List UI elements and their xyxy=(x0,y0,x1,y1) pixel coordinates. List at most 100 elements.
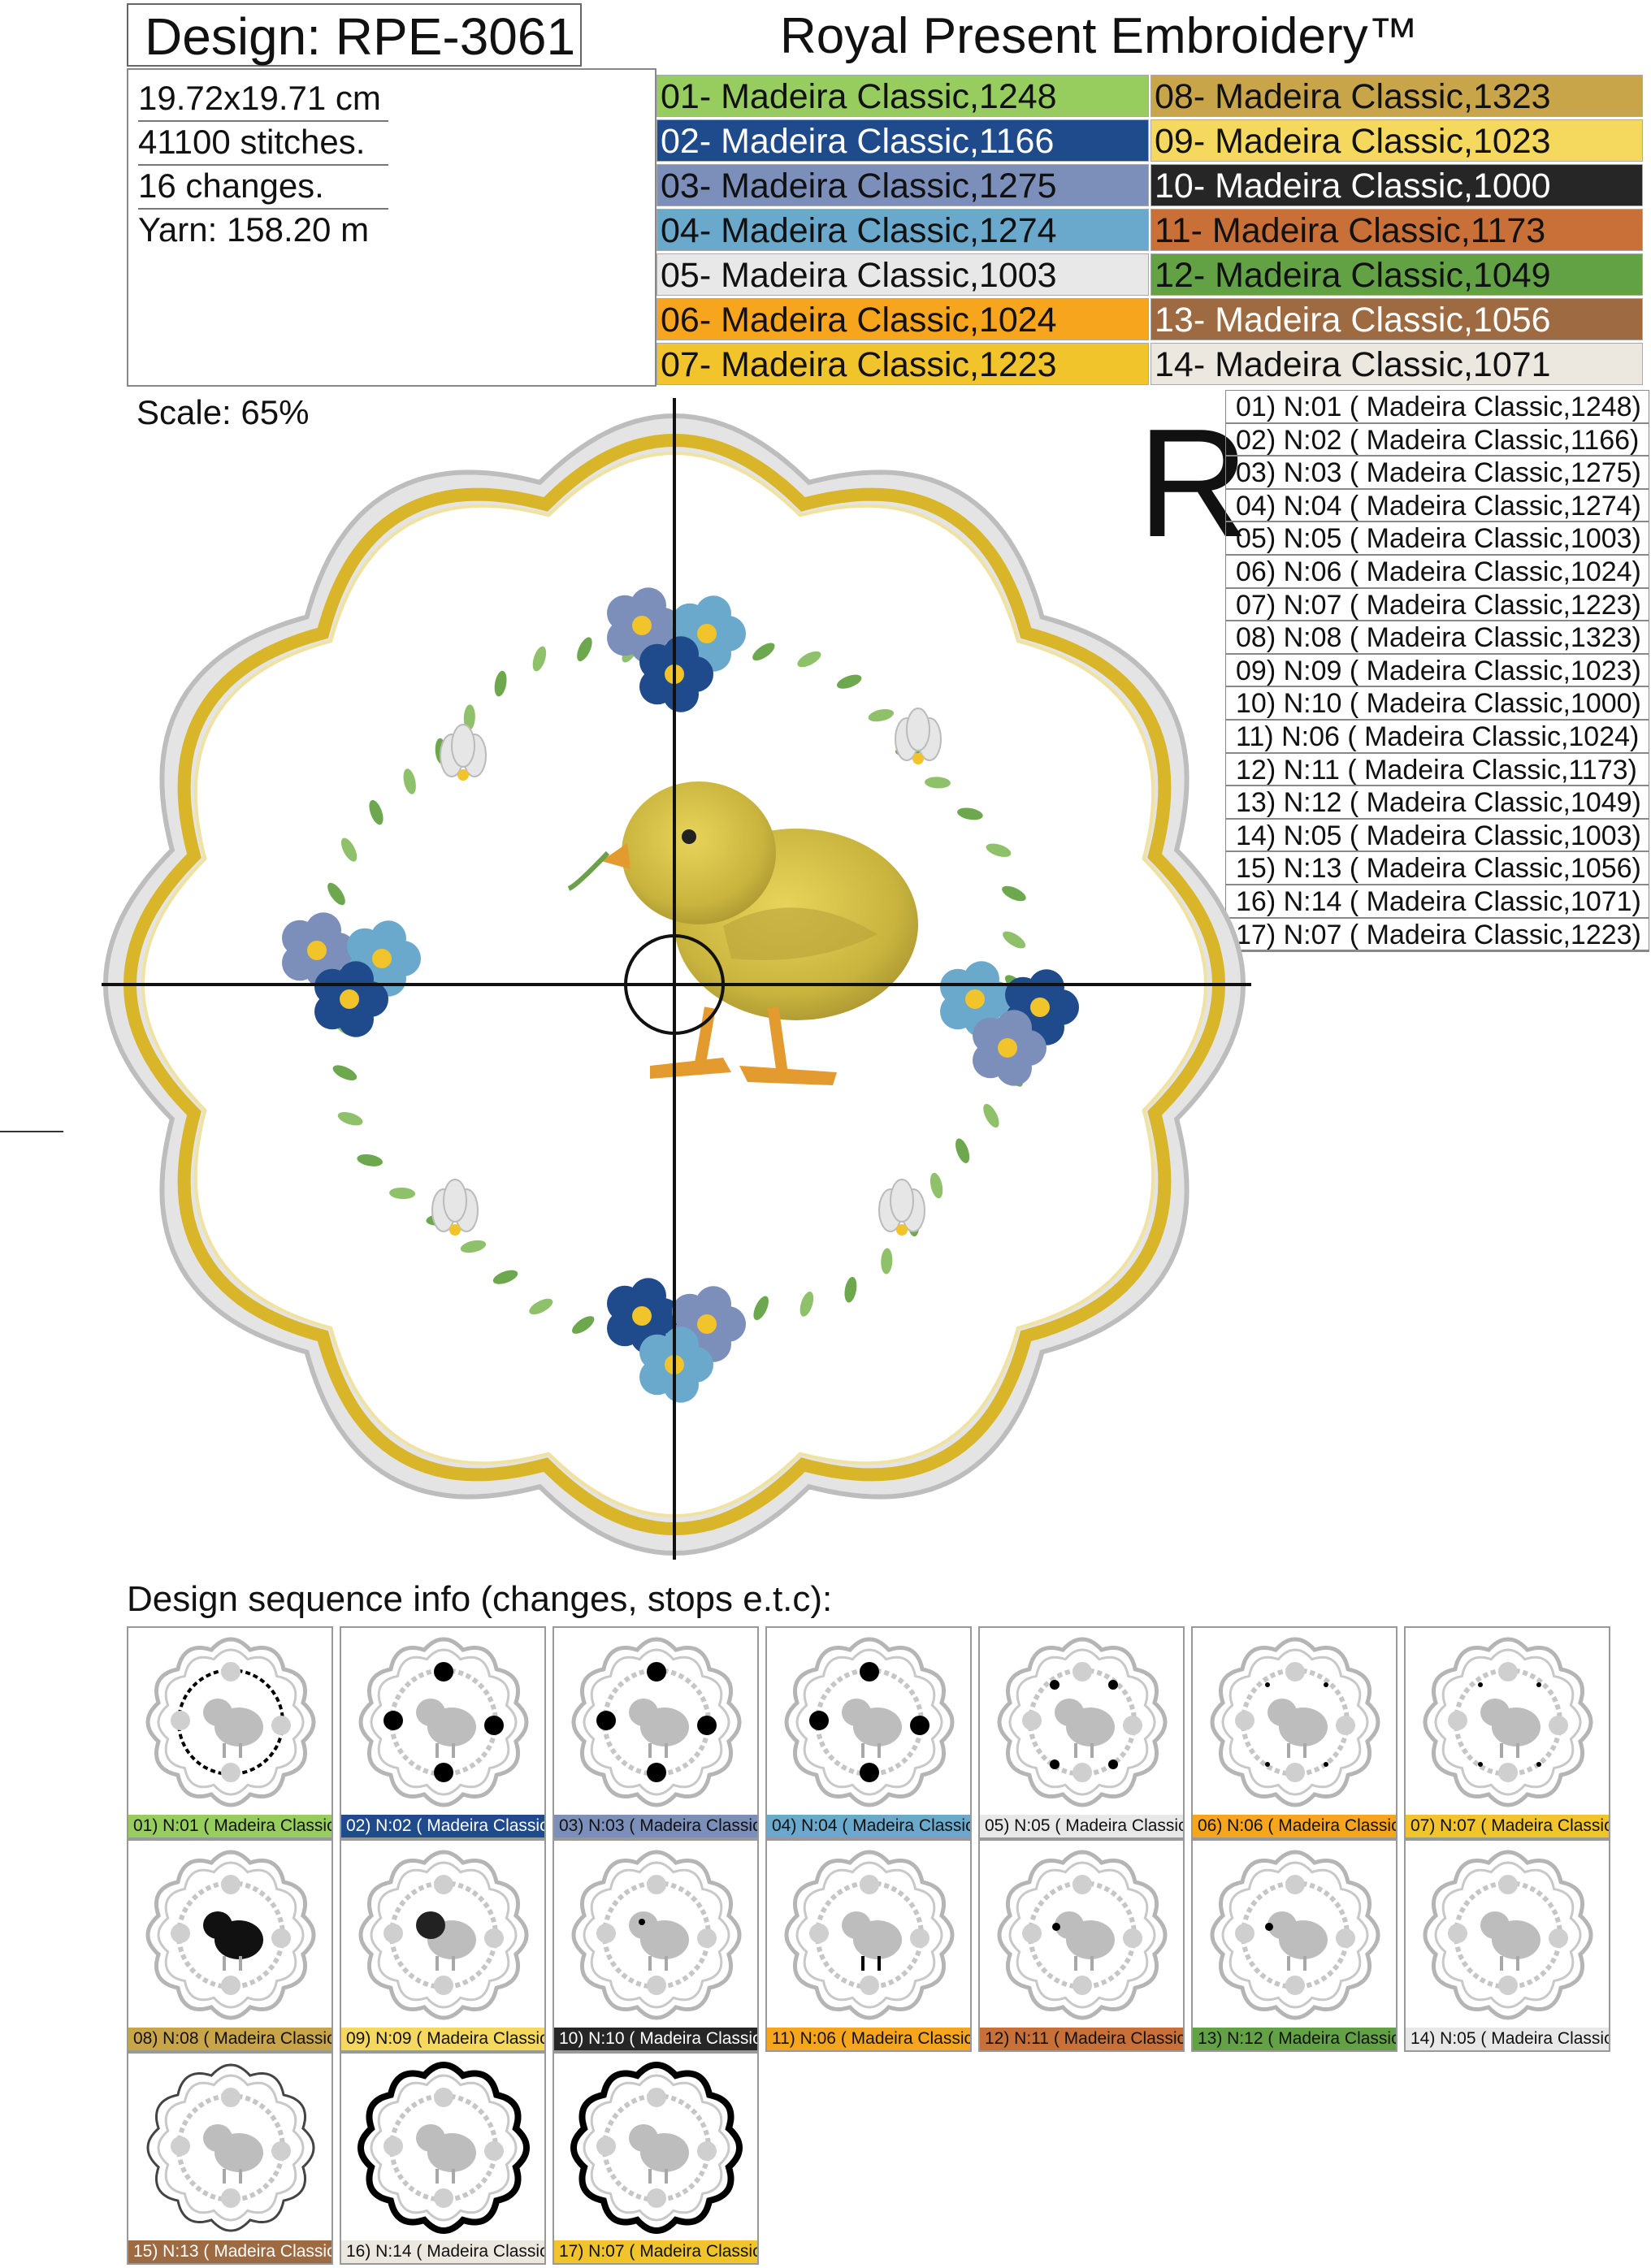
sequence-thumbnail: 01) N:01 ( Madeira Classic,1 xyxy=(127,1626,333,1839)
thumbnail-preview xyxy=(357,2061,531,2235)
color-changes: 16 changes. xyxy=(138,164,388,210)
palette-entry: 05- Madeira Classic,1003 xyxy=(656,253,1149,296)
registration-mark: R xyxy=(1138,397,1250,569)
sequence-thumbnail: 16) N:14 ( Madeira Classic,1 xyxy=(340,2052,546,2265)
thumbnail-preview xyxy=(145,1637,316,1807)
thumbnail-preview xyxy=(784,1637,955,1807)
wreath-leaf xyxy=(389,1187,416,1200)
sequence-list-item: 08) N:08 ( Madeira Classic,1323) xyxy=(1226,621,1649,655)
wreath-leaf xyxy=(983,1103,999,1128)
wreath-leaf xyxy=(529,1298,553,1315)
palette-entry: 14- Madeira Classic,1071 xyxy=(1150,343,1643,385)
design-id-box: Design: RPE-3061 xyxy=(127,3,582,67)
wreath-leaf xyxy=(1003,931,1026,949)
wreath-leaf xyxy=(957,807,983,820)
thumbnail-label: 02) N:02 ( Madeira Classic xyxy=(341,1815,544,1837)
thumbnail-label: 04) N:04 ( Madeira Classic xyxy=(767,1815,970,1837)
thumbnail-label: 12) N:11 ( Madeira Classic,1 xyxy=(980,2028,1183,2050)
snowdrop-flower xyxy=(431,1179,479,1236)
sequence-list-item: 13) N:12 ( Madeira Classic,1049) xyxy=(1226,786,1649,820)
palette-entry: 07- Madeira Classic,1223 xyxy=(656,343,1149,385)
sequence-thumbnail: 05) N:05 ( Madeira Classic xyxy=(978,1626,1185,1839)
sequence-list-item: 04) N:04 ( Madeira Classic,1274) xyxy=(1226,490,1649,523)
thumbnail-preview xyxy=(997,1850,1168,2020)
design-info-box: 19.72x19.71 cm 41100 stitches. 16 change… xyxy=(127,68,656,387)
sequence-thumbnail: 11) N:06 ( Madeira Classic,1 xyxy=(765,1839,972,2052)
margin-tick xyxy=(0,1131,63,1132)
thumbnail-preview xyxy=(146,2063,315,2232)
palette-entry: 04- Madeira Classic,1274 xyxy=(656,209,1149,251)
thumbnail-label: 10) N:10 ( Madeira Classic, xyxy=(554,2028,757,2050)
sequence-thumbnail: 04) N:04 ( Madeira Classic xyxy=(765,1626,972,1839)
wreath-leaf xyxy=(340,838,358,862)
brand-title: Royal Present Embroidery™ xyxy=(780,8,1419,64)
thumbnail-label: 17) N:07 ( Madeira Classic, xyxy=(554,2240,757,2263)
thumbnail-preview xyxy=(1210,1850,1380,2020)
sequence-list-item: 12) N:11 ( Madeira Classic,1173) xyxy=(1226,754,1649,787)
sequence-thumbnail: 13) N:12 ( Madeira Classic,1 xyxy=(1191,1839,1398,2052)
sequence-thumbnail: 17) N:07 ( Madeira Classic, xyxy=(552,2052,759,2265)
thumbnail-preview xyxy=(145,1850,316,2020)
thumbnail-label: 11) N:06 ( Madeira Classic,1 xyxy=(767,2028,970,2050)
thumbnail-label: 09) N:09 ( Madeira Classic xyxy=(341,2028,544,2050)
sequence-thumbnail: 14) N:05 ( Madeira Classic, xyxy=(1404,1839,1610,2052)
wreath-leaf xyxy=(327,882,345,906)
yarn-length: Yarn: 158.20 m xyxy=(138,210,370,249)
thumbnail-preview xyxy=(1423,1637,1593,1807)
sequence-list-item: 09) N:09 ( Madeira Classic,1023) xyxy=(1226,655,1649,688)
wreath-leaf xyxy=(494,670,507,697)
blue-flower xyxy=(639,636,713,712)
chick-illustration xyxy=(567,781,918,1085)
palette-entry: 08- Madeira Classic,1323 xyxy=(1150,75,1643,117)
thumbnail-label: 13) N:12 ( Madeira Classic,1 xyxy=(1193,2028,1396,2050)
thumbnail-preview xyxy=(571,1850,742,2020)
thumbnail-label: 05) N:05 ( Madeira Classic xyxy=(980,1815,1183,1837)
sequence-list-item: 07) N:07 ( Madeira Classic,1223) xyxy=(1226,589,1649,622)
thumbnail-preview xyxy=(1210,1637,1380,1807)
wreath-leaf xyxy=(532,646,547,672)
sequence-list-item: 03) N:03 ( Madeira Classic,1275) xyxy=(1226,457,1649,490)
wreath-leaf xyxy=(925,777,951,789)
wreath-leaf xyxy=(753,1296,769,1321)
wreath-leaf xyxy=(868,708,894,722)
sequence-heading: Design sequence info (changes, stops e.t… xyxy=(127,1579,833,1619)
sequence-thumbnail: 09) N:09 ( Madeira Classic xyxy=(340,1839,546,2052)
thumbnail-preview xyxy=(571,1637,742,1807)
sequence-thumbnail: 06) N:06 ( Madeira Classic xyxy=(1191,1626,1398,1839)
wreath-leaf xyxy=(571,1316,595,1334)
design-id: Design: RPE-3061 xyxy=(145,7,576,66)
wreath-leaf xyxy=(332,1065,358,1080)
wreath-leaf xyxy=(844,1276,857,1303)
wreath-leaf xyxy=(357,1153,384,1166)
sequence-list-item: 06) N:06 ( Madeira Classic,1024) xyxy=(1226,556,1649,589)
thumbnail-label: 08) N:08 ( Madeira Classic xyxy=(128,2028,332,2050)
sequence-list-item: 16) N:14 ( Madeira Classic,1071) xyxy=(1226,885,1649,919)
palette-entry: 06- Madeira Classic,1024 xyxy=(656,298,1149,340)
sequence-list-item: 02) N:02 ( Madeira Classic,1166) xyxy=(1226,424,1649,457)
thumbnail-label: 06) N:06 ( Madeira Classic xyxy=(1193,1815,1396,1837)
sequence-list-item: 14) N:05 ( Madeira Classic,1003) xyxy=(1226,820,1649,853)
palette-entry: 02- Madeira Classic,1166 xyxy=(656,119,1149,162)
wreath-leaf xyxy=(930,1172,943,1199)
wreath-leaf xyxy=(337,1111,363,1126)
palette-entry: 11- Madeira Classic,1173 xyxy=(1150,209,1643,251)
thumbnail-label: 14) N:05 ( Madeira Classic, xyxy=(1406,2028,1609,2050)
sequence-thumbnail: 10) N:10 ( Madeira Classic, xyxy=(552,1839,759,2052)
embroidery-preview xyxy=(102,398,1251,1560)
wreath-leaf xyxy=(986,843,1012,857)
sequence-thumbnail: 07) N:07 ( Madeira Classic xyxy=(1404,1626,1610,1839)
palette-entry: 13- Madeira Classic,1056 xyxy=(1150,298,1643,340)
sequence-list-item: 05) N:05 ( Madeira Classic,1003) xyxy=(1226,522,1649,556)
wreath-leaf xyxy=(752,643,775,661)
snowdrop-flower xyxy=(440,724,487,781)
wreath-leaf xyxy=(836,674,862,689)
sequence-list-item: 11) N:06 ( Madeira Classic,1024) xyxy=(1226,721,1649,754)
blue-flower xyxy=(282,912,356,989)
sequence-thumbnail: 03) N:03 ( Madeira Classic xyxy=(552,1626,759,1839)
thumbnail-preview xyxy=(358,1637,529,1807)
sequence-thumbnail: 12) N:11 ( Madeira Classic,1 xyxy=(978,1839,1185,2052)
blue-flower xyxy=(973,1010,1046,1086)
wreath-leaf xyxy=(369,799,384,825)
color-sequence-list: 01) N:01 ( Madeira Classic,1248)02) N:02… xyxy=(1225,390,1649,953)
